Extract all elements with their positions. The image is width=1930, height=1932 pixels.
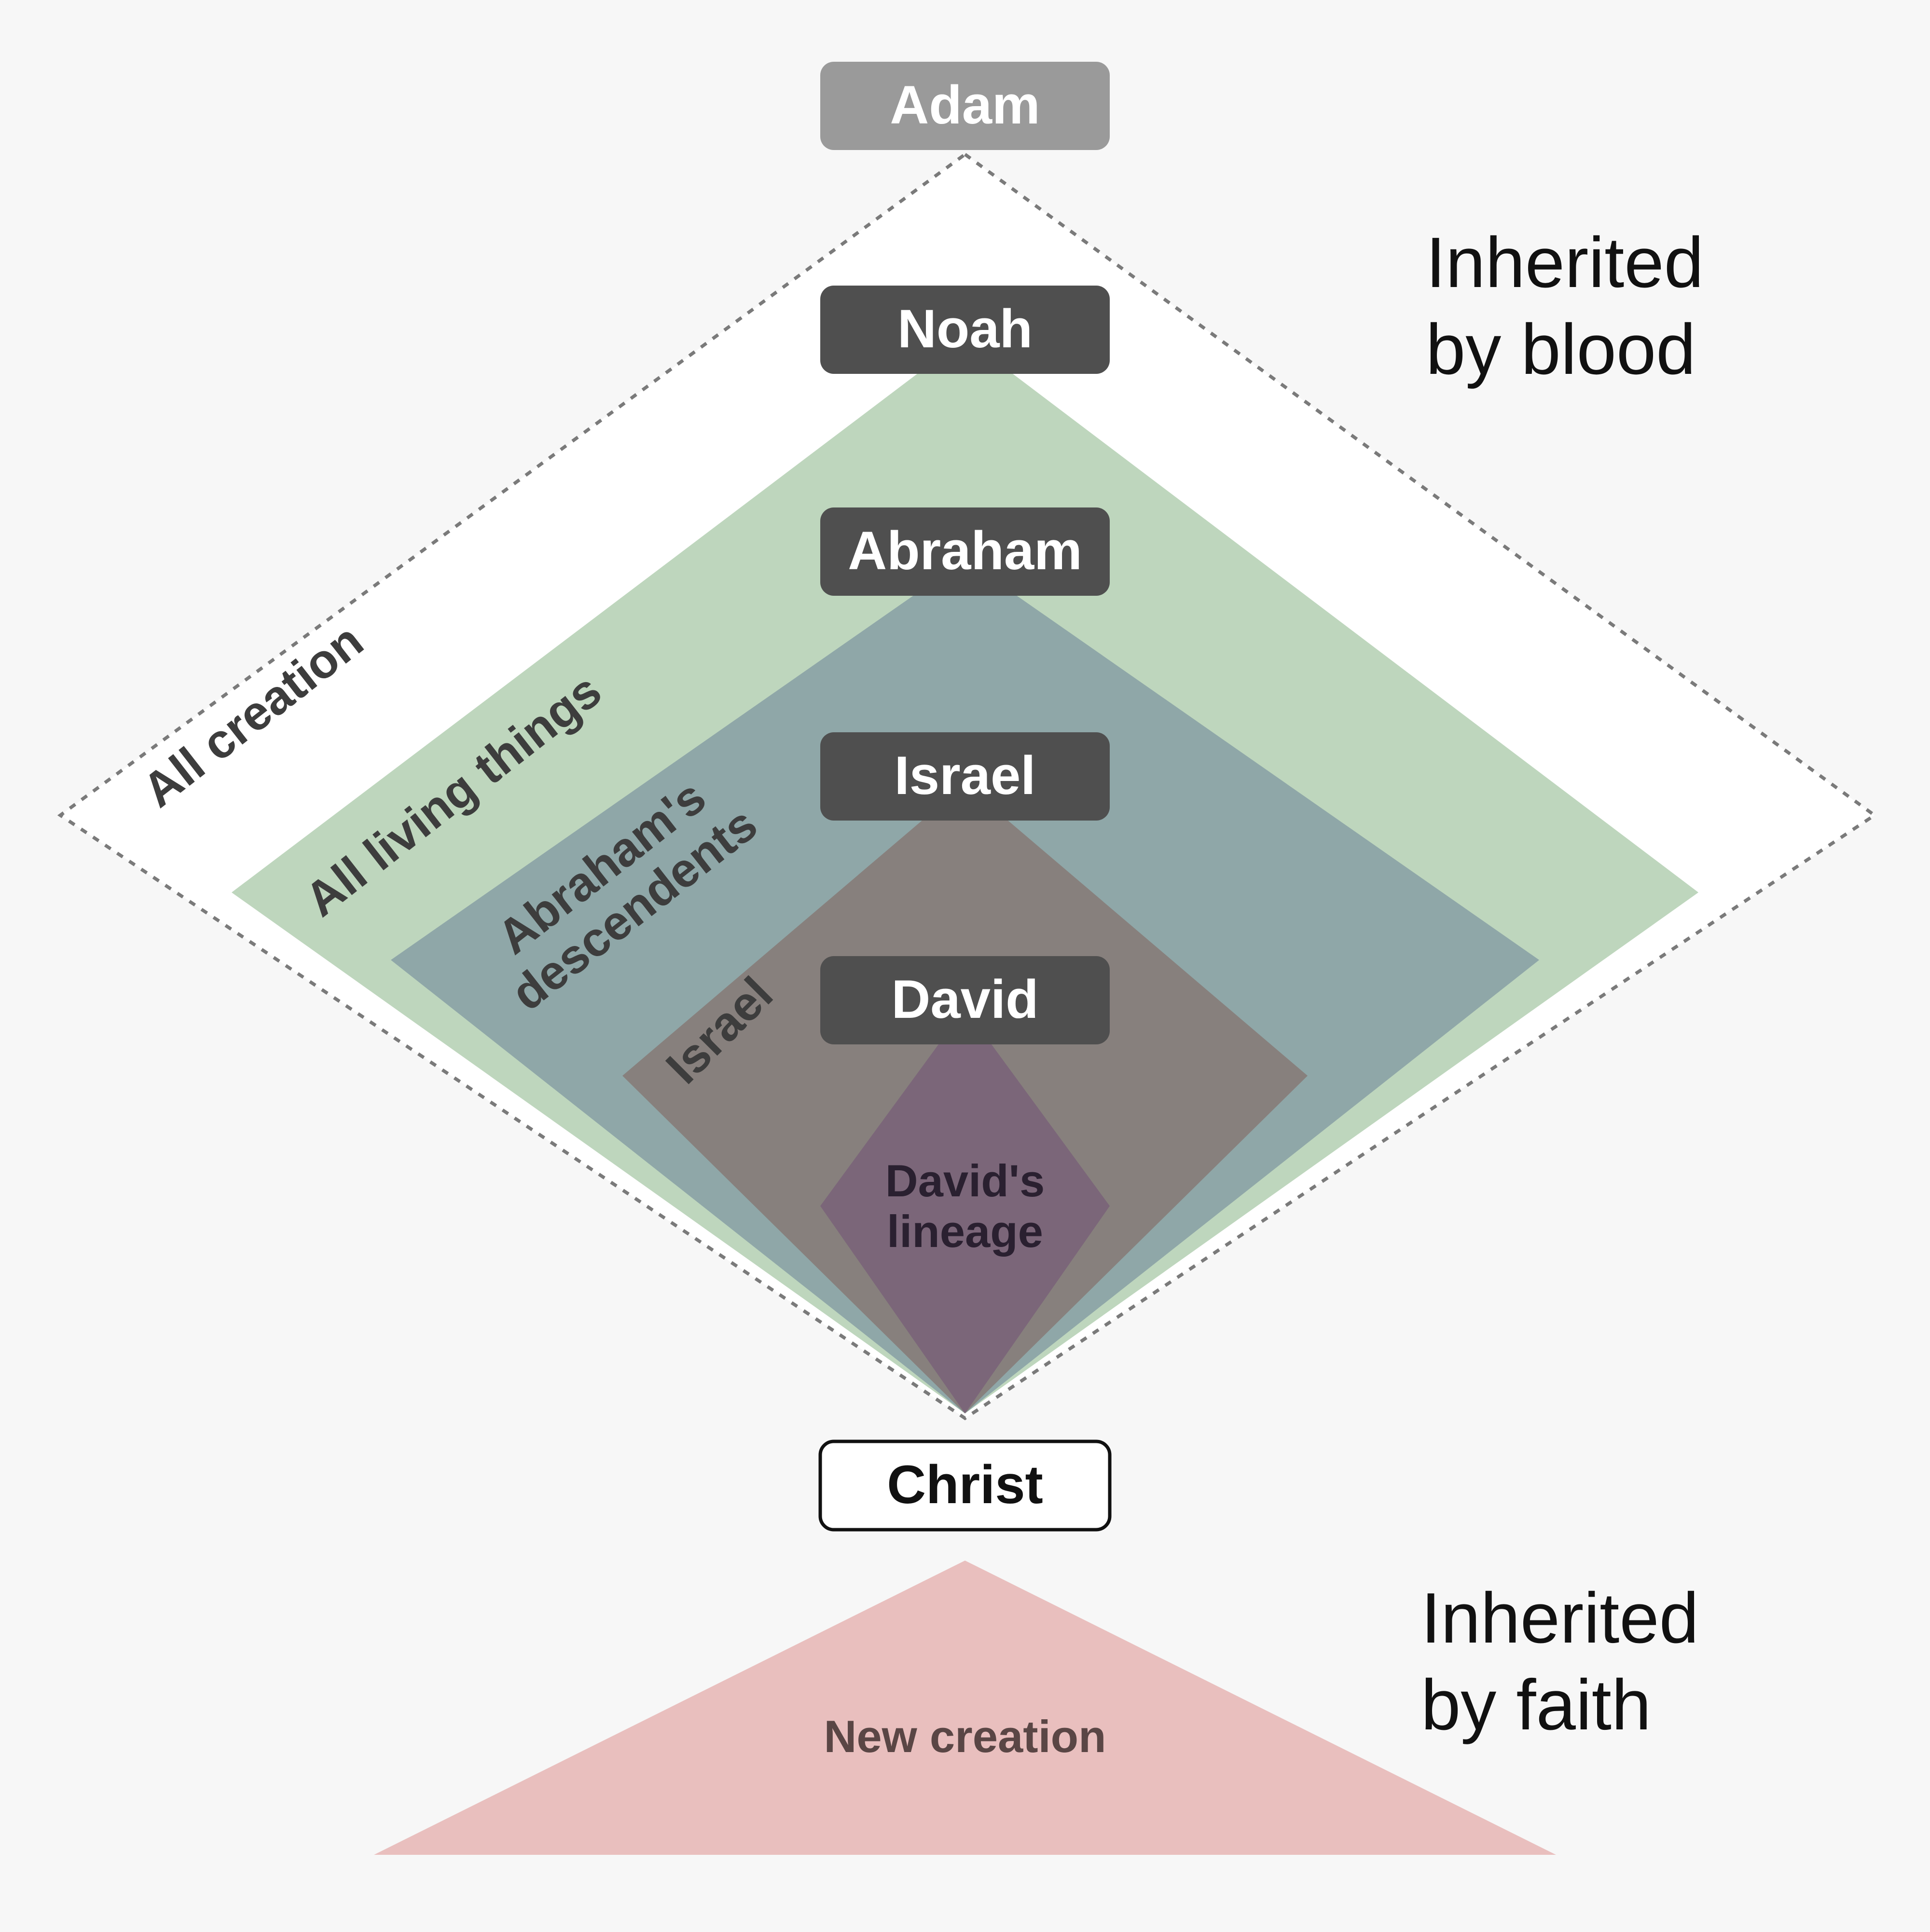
abraham-node: Abraham bbox=[820, 507, 1110, 596]
david-node: David bbox=[820, 956, 1110, 1044]
new-creation-label: New creation bbox=[824, 1711, 1106, 1762]
christ-node: Christ bbox=[818, 1439, 1112, 1532]
noah-node: Noah bbox=[820, 286, 1110, 374]
abraham-node-label: Abraham bbox=[848, 521, 1082, 581]
israel-node-label: Israel bbox=[895, 745, 1036, 806]
adam-node-label: Adam bbox=[890, 75, 1040, 135]
david-node-label: David bbox=[892, 969, 1039, 1029]
inherited-by-faith-line2: by faith bbox=[1421, 1665, 1651, 1745]
inherited-by-faith-line1: Inherited bbox=[1421, 1578, 1699, 1658]
davids-lineage-label-line1: David's bbox=[885, 1155, 1045, 1206]
israel-node: Israel bbox=[820, 732, 1110, 821]
christ-node-label: Christ bbox=[887, 1454, 1043, 1515]
davids-lineage-label-line2: lineage bbox=[887, 1206, 1043, 1257]
noah-node-label: Noah bbox=[897, 299, 1033, 359]
new-creation-region bbox=[374, 1561, 1556, 1855]
davids-lineage-region bbox=[820, 1008, 1110, 1413]
inherited-by-blood-line2: by blood bbox=[1426, 310, 1696, 389]
inherited-by-blood-line1: Inherited bbox=[1426, 223, 1704, 302]
adam-node: Adam bbox=[820, 62, 1110, 150]
